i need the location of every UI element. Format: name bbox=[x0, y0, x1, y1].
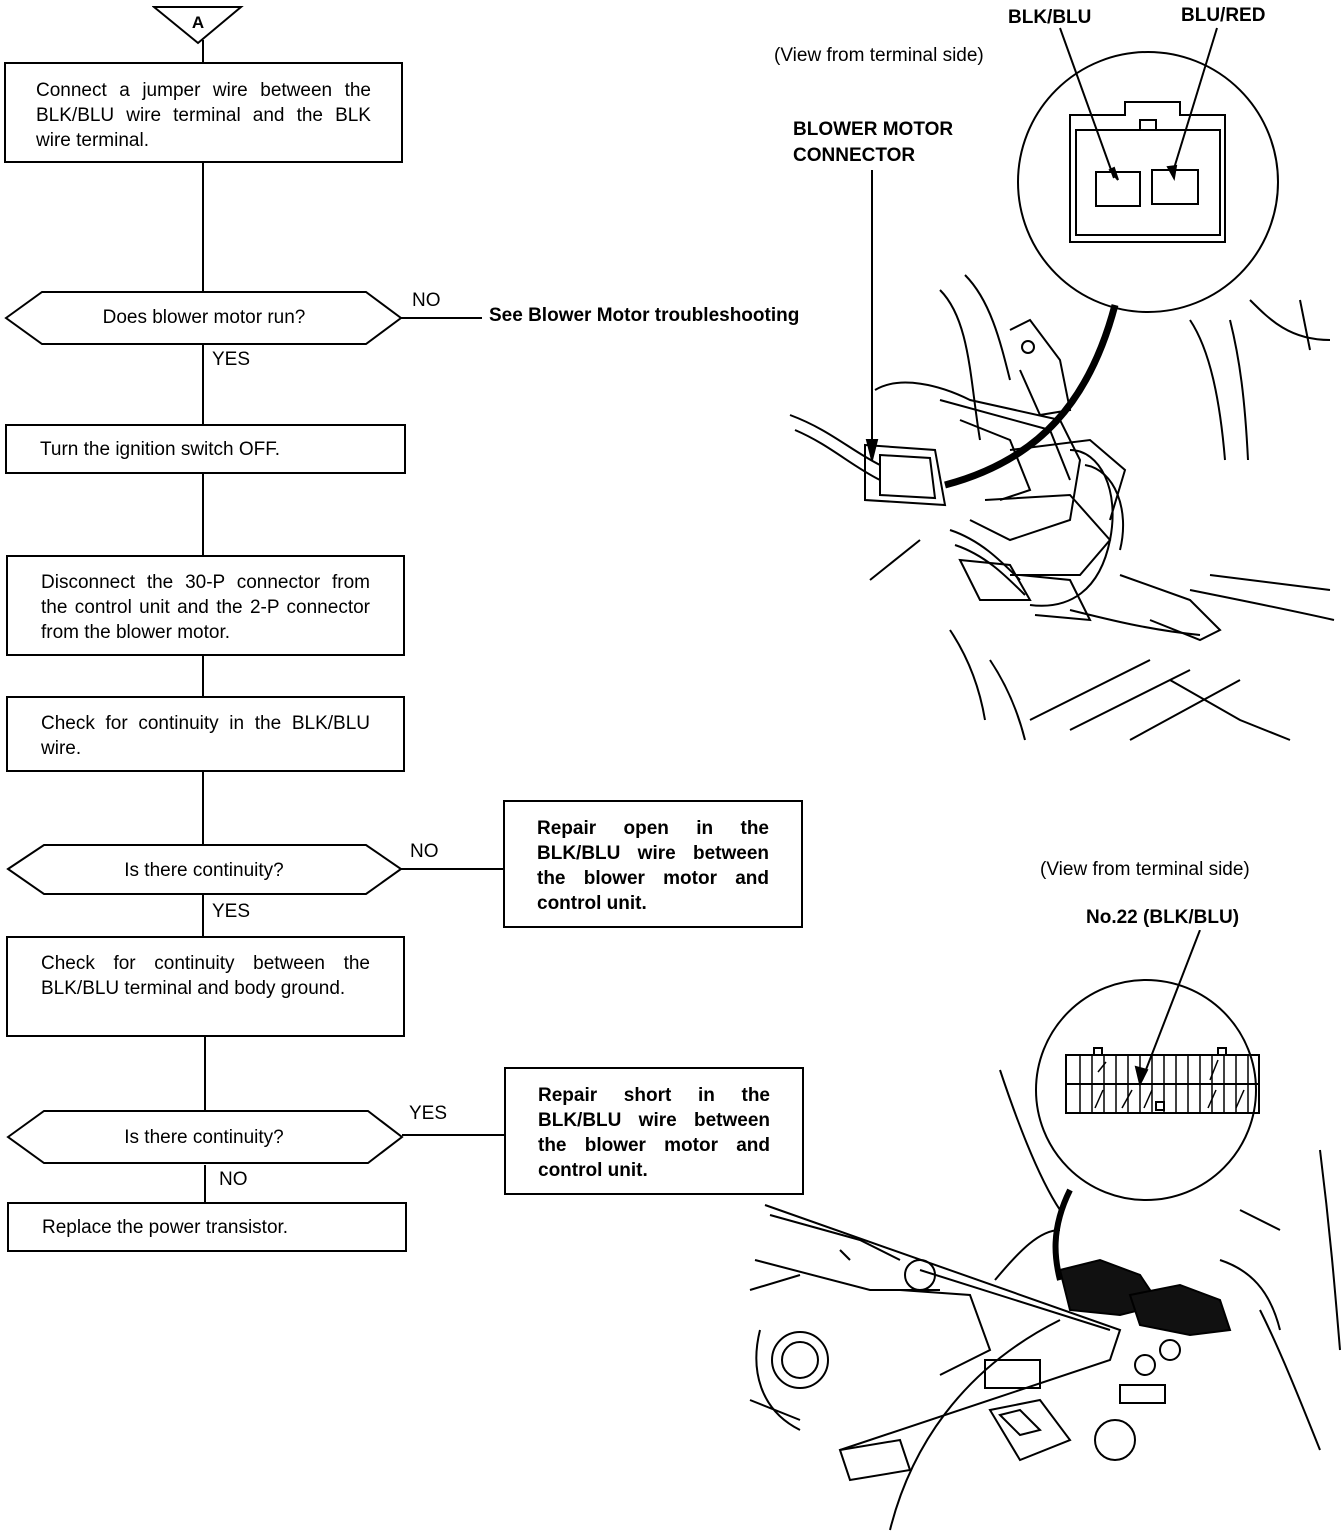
decision-diamond-continuity-1 bbox=[6, 844, 403, 895]
terminal-detail-circle bbox=[1035, 979, 1257, 1201]
connector-label-line2: CONNECTOR bbox=[793, 145, 916, 166]
see-blower-motor-troubleshooting: See Blower Motor troubleshooting bbox=[489, 305, 800, 326]
step-replace-power-transistor: Replace the power transistor. bbox=[7, 1202, 407, 1252]
decision3-yes-label: YES bbox=[409, 1103, 448, 1124]
decision2-yes-label: YES bbox=[212, 901, 251, 922]
view-note-bottom: (View from terminal side) bbox=[1040, 859, 1250, 880]
decision1-yes-label: YES bbox=[212, 349, 251, 370]
repair-open-box: Repair open in the BLK/BLU wire between … bbox=[503, 800, 803, 928]
decision-diamond-blower-runs bbox=[4, 291, 403, 345]
decision-blower-runs-text: Does blower motor run? bbox=[102, 307, 306, 328]
start-marker-label: A bbox=[191, 13, 205, 32]
connector-label-line1: BLOWER MOTOR bbox=[793, 119, 954, 140]
step-disconnect-connectors: Disconnect the 30-P connector from the c… bbox=[6, 555, 405, 656]
step-check-body-ground: Check for continuity between the BLK/BLU… bbox=[6, 936, 405, 1037]
decision-continuity-1-text: Is there continuity? bbox=[124, 860, 284, 881]
wire-label-blu-red: BLU/RED bbox=[1181, 5, 1266, 26]
view-note-top: (View from terminal side) bbox=[774, 45, 984, 66]
decision-continuity-2-text: Is there continuity? bbox=[124, 1127, 284, 1148]
blower-motor-connector-illustration bbox=[789, 27, 1335, 741]
wire-label-blk-blu: BLK/BLU bbox=[1008, 7, 1092, 28]
decision1-no-label: NO bbox=[412, 290, 441, 311]
start-marker-triangle bbox=[152, 6, 244, 45]
step-ignition-off: Turn the ignition switch OFF. bbox=[5, 424, 406, 474]
decision-diamond-continuity-2 bbox=[6, 1110, 404, 1164]
decision2-no-label: NO bbox=[410, 841, 439, 862]
step-check-continuity: Check for continuity in the BLK/BLU wire… bbox=[6, 696, 405, 772]
terminal-label-no22: No.22 (BLK/BLU) bbox=[1086, 907, 1240, 928]
step-connect-jumper: Connect a jumper wire between the BLK/BL… bbox=[4, 62, 403, 163]
connector-detail-circle bbox=[1017, 51, 1279, 313]
repair-short-box: Repair short in the BLK/BLU wire between… bbox=[504, 1067, 804, 1195]
decision3-no-label: NO bbox=[219, 1169, 248, 1190]
control-unit-connector-illustration bbox=[749, 930, 1341, 1531]
